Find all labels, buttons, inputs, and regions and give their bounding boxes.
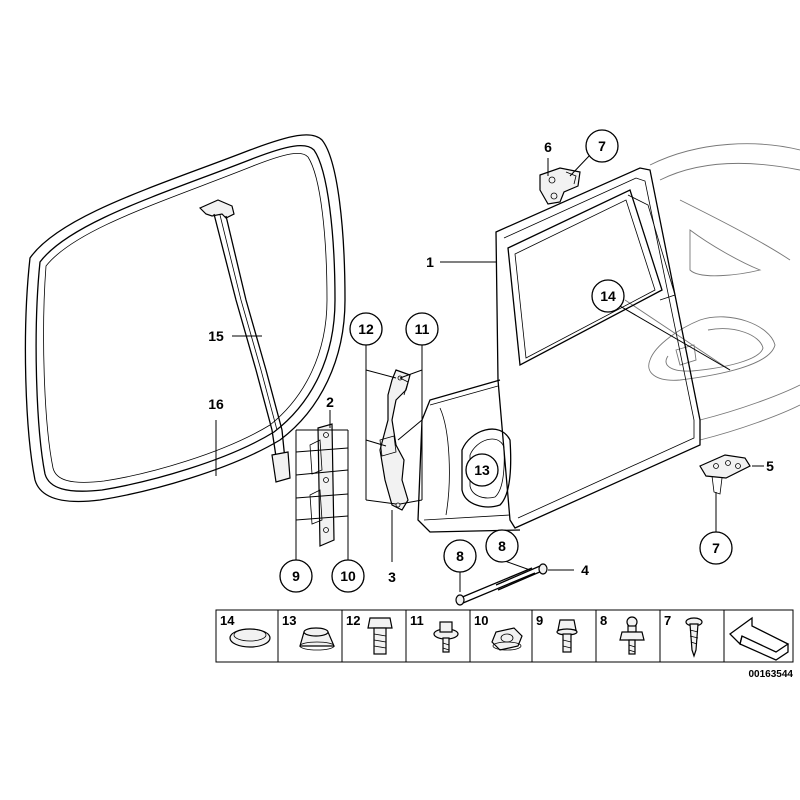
callout-12: 12 [358,321,374,337]
hinge-part [539,167,581,205]
table-cell-14: 14 [220,613,235,628]
callout-8a: 8 [456,548,464,564]
callout-11: 11 [415,321,430,337]
window-channel-part [198,199,291,483]
callout-13: 13 [474,462,490,478]
guide-rail-part [309,423,335,547]
callout-labels: 1 2 3 4 5 6 7 7 8 8 9 10 11 12 13 14 15 … [208,138,774,585]
collar-screw-icon [556,619,578,653]
table-cell-7: 7 [664,613,671,628]
window-seal-part [24,134,346,503]
rubber-buffer-icon [299,627,335,651]
callout-7a: 7 [598,138,606,154]
callout-16: 16 [208,396,224,412]
callout-1: 1 [426,254,434,270]
callout-8b: 8 [498,538,506,554]
leader-lines [215,154,764,592]
tapping-screw-icon [685,617,703,658]
ball-stud-icon [619,616,645,655]
callout-6: 6 [544,139,552,155]
table-cell-10: 10 [474,613,488,628]
parts-table: 14 13 12 11 10 9 8 7 [215,609,794,663]
hex-nut-icon [491,627,523,651]
table-cell-13: 13 [282,613,296,628]
callout-9: 9 [292,568,300,584]
bracket-part [379,369,411,511]
diagram-number: 00163544 [749,669,794,680]
callout-5: 5 [766,458,774,474]
callout-4: 4 [581,562,589,578]
direction-arrow-icon [729,616,790,661]
rear-door-part [417,167,701,533]
callout-circles [279,129,733,593]
callout-7b: 7 [712,540,720,556]
gas-strut-part [455,563,548,606]
callout-14: 14 [600,288,616,304]
table-cell-12: 12 [346,613,360,628]
callout-2: 2 [326,394,334,410]
washer-screw-icon [433,621,459,653]
callout-10: 10 [340,568,356,584]
callout-3: 3 [388,569,396,585]
callout-15: 15 [208,328,224,344]
table-cell-11: 11 [410,613,424,628]
plug-icon [229,628,271,648]
table-cell-9: 9 [536,613,543,628]
table-cell-8: 8 [600,613,607,628]
striker-plate-part [699,454,751,495]
hex-bolt-icon [367,617,393,655]
